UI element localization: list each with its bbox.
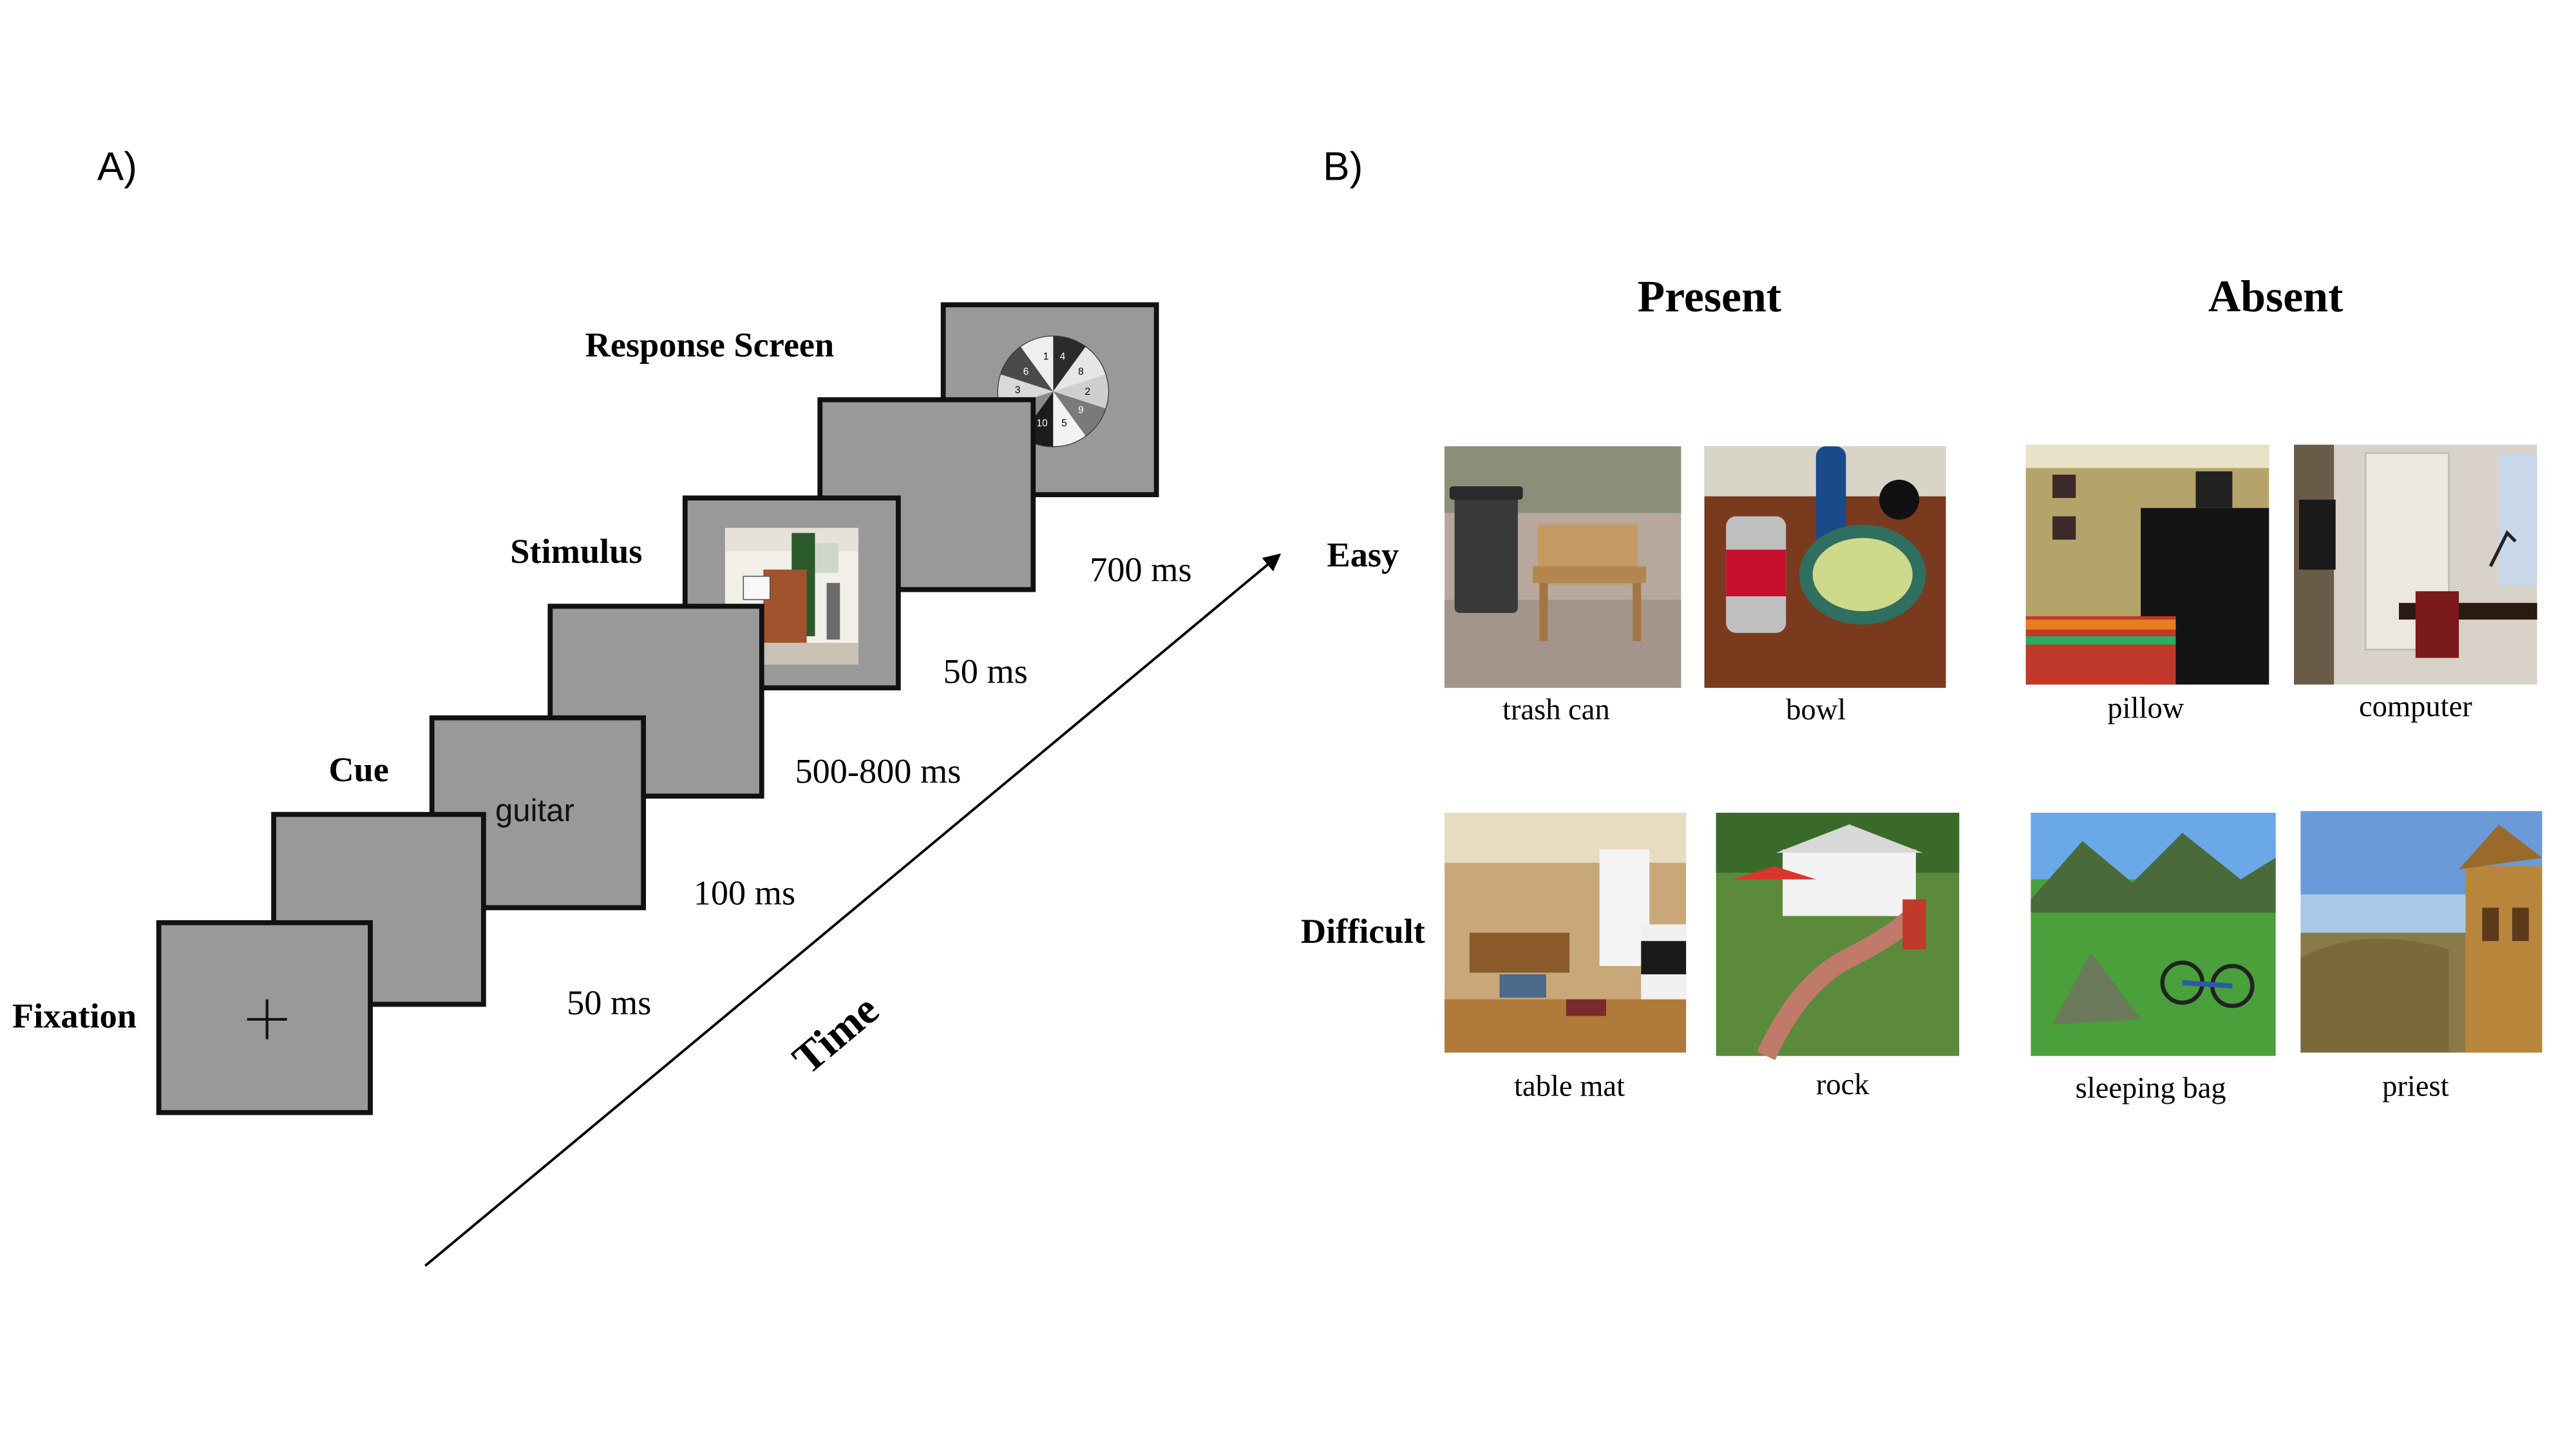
fixation-screen xyxy=(156,920,373,1115)
caption-computer: computer xyxy=(2359,690,2472,723)
wheel-number-1: 1 xyxy=(1043,352,1049,363)
wheel-number-8: 8 xyxy=(1078,366,1084,377)
caption-trash-can: trash can xyxy=(1502,694,1610,726)
duration-700ms: 700 ms xyxy=(1090,551,1191,589)
duration-500-800ms: 500-800 ms xyxy=(795,752,961,791)
image-office-scene xyxy=(2294,444,2537,685)
wheel-number-9: 9 xyxy=(1078,404,1084,415)
fixation-label: Fixation xyxy=(12,997,137,1036)
stimulus-image xyxy=(724,527,858,665)
trial-sequence: Time 1 4 8 2 9 5 10 xyxy=(12,302,1282,1267)
image-hillside-temple-scene xyxy=(2300,811,2543,1053)
cue-word: guitar xyxy=(495,793,574,828)
time-arrow xyxy=(424,553,1282,1267)
stimulus-label: Stimulus xyxy=(510,532,642,571)
row-header-difficult: Difficult xyxy=(1301,912,1425,951)
response-screen: 1 4 8 2 9 5 10 7 3 6 xyxy=(940,302,1159,497)
caption-sleeping-bag: sleeping bag xyxy=(2076,1072,2226,1104)
row-header-easy: Easy xyxy=(1327,535,1399,574)
image-trash-can-scene xyxy=(1444,446,1681,688)
wheel-number-10: 10 xyxy=(1036,418,1048,429)
time-axis-label: Time xyxy=(784,985,888,1083)
caption-bowl: bowl xyxy=(1786,694,1846,726)
image-bowl-scene xyxy=(1704,446,1946,688)
duration-50ms-fixation: 50 ms xyxy=(567,983,651,1022)
image-bedroom-scene xyxy=(2025,444,2269,685)
image-dining-room-scene xyxy=(1444,813,1687,1053)
panel-b-label: B) xyxy=(1323,144,1363,189)
response-wheel: 1 4 8 2 9 5 10 7 3 6 xyxy=(997,336,1109,448)
caption-table-mat: table mat xyxy=(1514,1070,1625,1103)
caption-priest: priest xyxy=(2382,1070,2448,1103)
duration-100ms: 100 ms xyxy=(694,873,795,912)
wheel-number-5: 5 xyxy=(1061,418,1067,429)
image-meadow-camp-scene xyxy=(2031,813,2276,1056)
caption-pillow: pillow xyxy=(2107,692,2184,725)
example-images: Present Absent Easy Difficult trash can xyxy=(1301,272,2543,1104)
duration-50ms-stimulus: 50 ms xyxy=(943,652,1028,690)
column-header-present: Present xyxy=(1638,272,1782,322)
wheel-number-4: 4 xyxy=(1060,352,1066,363)
wheel-number-3: 3 xyxy=(1015,384,1021,395)
wheel-number-2: 2 xyxy=(1084,386,1090,397)
response-screen-label: Response Screen xyxy=(585,325,835,364)
image-garden-house-scene xyxy=(1716,813,1960,1061)
column-header-absent: Absent xyxy=(2208,272,2343,322)
blank-screen-2 xyxy=(547,603,764,799)
wheel-number-6: 6 xyxy=(1023,366,1029,377)
panel-a-label: A) xyxy=(97,144,137,189)
caption-rock: rock xyxy=(1816,1068,1870,1101)
cue-label: Cue xyxy=(328,750,389,789)
